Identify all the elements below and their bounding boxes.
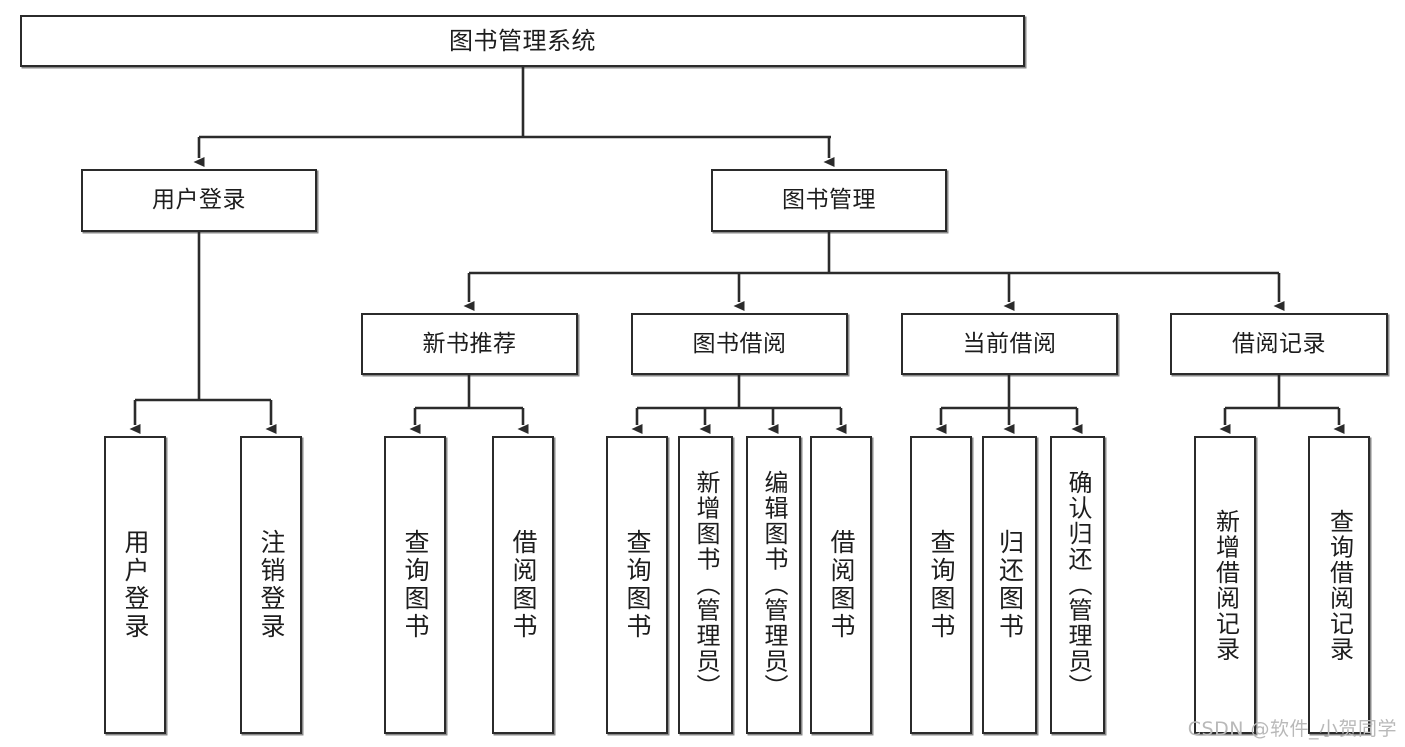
node-current-borrow[interactable]: 当前借阅 xyxy=(901,313,1118,375)
leaf-query-book-borrow[interactable]: 查询图书 xyxy=(606,436,668,734)
leaf-query-book-recommend[interactable]: 查询图书 xyxy=(384,436,446,734)
node-label: 确认归还（管理员） xyxy=(1063,470,1092,700)
leaf-confirm-return-admin[interactable]: 确认归还（管理员） xyxy=(1050,436,1105,734)
node-label: 用户登录 xyxy=(152,187,246,214)
node-label: 借阅记录 xyxy=(1232,330,1326,357)
leaf-user-logout[interactable]: 注销登录 xyxy=(240,436,302,734)
node-label: 新书推荐 xyxy=(422,330,517,357)
node-user-login[interactable]: 用户登录 xyxy=(81,169,317,232)
node-label: 图书借阅 xyxy=(692,330,787,357)
node-label: 图书管理系统 xyxy=(449,27,596,55)
leaf-user-login[interactable]: 用户登录 xyxy=(104,436,166,734)
node-book-borrow[interactable]: 图书借阅 xyxy=(631,313,848,375)
leaf-borrow-book[interactable]: 借阅图书 xyxy=(810,436,872,734)
node-label: 用户登录 xyxy=(121,529,150,641)
node-label: 查询借阅记录 xyxy=(1325,508,1354,662)
node-label: 查询图书 xyxy=(401,529,430,641)
node-borrow-record[interactable]: 借阅记录 xyxy=(1170,313,1388,375)
node-label: 查询图书 xyxy=(623,529,652,641)
node-label: 新增图书（管理员） xyxy=(691,470,720,700)
leaf-edit-book-admin[interactable]: 编辑图书（管理员） xyxy=(746,436,801,734)
node-label: 查询图书 xyxy=(927,529,956,641)
leaf-add-borrow-record[interactable]: 新增借阅记录 xyxy=(1194,436,1256,734)
leaf-add-book-admin[interactable]: 新增图书（管理员） xyxy=(678,436,733,734)
node-root-book-management-system[interactable]: 图书管理系统 xyxy=(20,15,1025,67)
node-label: 图书管理 xyxy=(782,187,876,214)
node-label: 编辑图书（管理员） xyxy=(759,470,788,700)
csdn-watermark: CSDN @软件_小贺同学 xyxy=(1187,718,1397,740)
node-label: 借阅图书 xyxy=(509,529,538,641)
leaf-return-book[interactable]: 归还图书 xyxy=(982,436,1037,734)
leaf-query-book-current[interactable]: 查询图书 xyxy=(910,436,972,734)
leaf-query-borrow-record[interactable]: 查询借阅记录 xyxy=(1308,436,1370,734)
node-new-book-recommend[interactable]: 新书推荐 xyxy=(361,313,578,375)
node-book-manage[interactable]: 图书管理 xyxy=(711,169,947,232)
leaf-borrow-book-recommend[interactable]: 借阅图书 xyxy=(492,436,554,734)
node-label: 新增借阅记录 xyxy=(1211,508,1240,662)
node-label: 注销登录 xyxy=(257,529,286,641)
node-label: 借阅图书 xyxy=(827,529,856,641)
node-label: 当前借阅 xyxy=(962,330,1057,357)
node-label: 归还图书 xyxy=(995,529,1025,641)
